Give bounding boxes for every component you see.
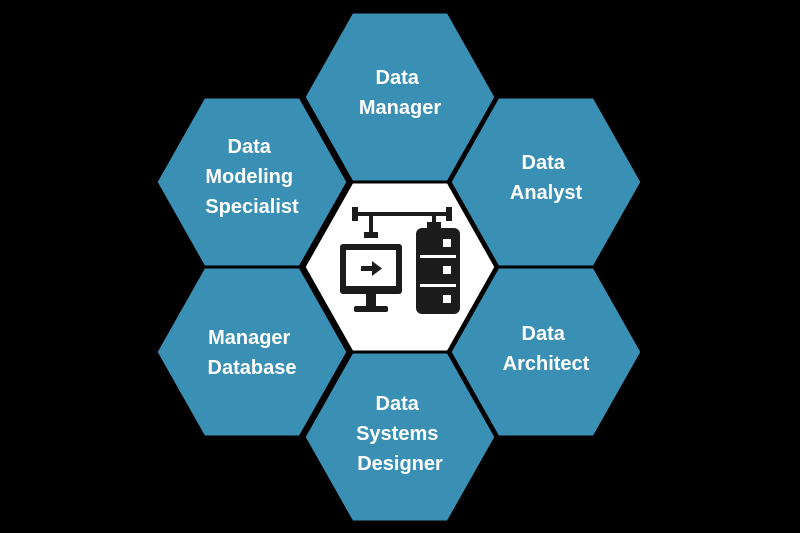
server-icon — [416, 228, 460, 314]
computer-server-connection-icon — [340, 207, 460, 314]
hexagon-shape — [448, 265, 644, 439]
role-label-data-analyst: Data Analyst — [510, 152, 583, 204]
role-label-data-systems-designer: Data Systems Designer — [356, 393, 444, 475]
role-label-data-modeling-specialist: Data Modeling Specialist — [205, 136, 299, 218]
hexagon-data-architect: Data Architect — [448, 265, 644, 439]
hexagon-manager-database: Manager Database — [154, 265, 350, 439]
hexagon-data-modeling-specialist: Data Modeling Specialist — [154, 95, 350, 269]
role-label-data-architect: Data Architect — [503, 323, 590, 375]
hexagon-data-systems-designer: Data Systems Designer — [302, 350, 498, 524]
role-label-data-manager: Data Manager — [359, 67, 441, 119]
monitor-icon — [340, 244, 402, 312]
center-hexagon — [302, 180, 498, 354]
role-label-manager-database: Manager Database — [208, 327, 297, 379]
hexagon-data-analyst: Data Analyst — [448, 95, 644, 269]
hexagon-shape — [154, 95, 350, 269]
